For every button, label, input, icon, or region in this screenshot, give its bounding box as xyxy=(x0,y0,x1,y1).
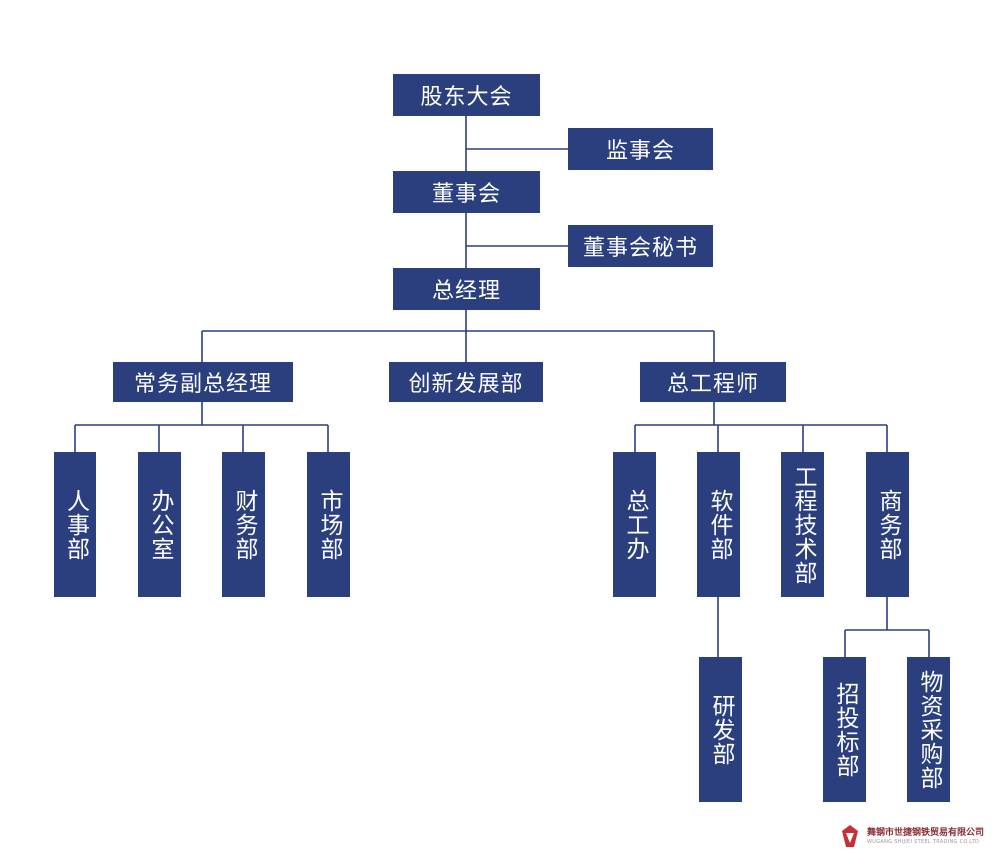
node-executive-vp: 常务副总经理 xyxy=(113,362,293,402)
node-hr-dept: 人事部 xyxy=(54,452,96,597)
node-business-dept: 商务部 xyxy=(866,452,909,597)
node-general-manager: 总经理 xyxy=(393,268,540,310)
node-procurement-dept: 物资采购部 xyxy=(907,657,950,802)
company-name: 舞钢市世捷钢铁贸易有限公司 xyxy=(867,828,985,838)
node-supervisory-board-label: 监事会 xyxy=(605,139,675,164)
node-chief-engineer-office: 总工办 xyxy=(613,452,656,597)
company-name-english: WUGANG SHIJIEI STEEL TRADING CO.LTD xyxy=(867,839,980,845)
node-bidding-dept: 招投标部 xyxy=(823,657,866,802)
company-logo: 舞钢市世捷钢铁贸易有限公司 WUGANG SHIJIEI STEEL TRADI… xyxy=(840,822,998,852)
node-software-dept: 软件部 xyxy=(697,452,740,597)
node-marketing-dept: 市场部 xyxy=(307,452,350,597)
node-engineering-tech-dept-label: 工程技术部 xyxy=(790,464,816,585)
node-chief-engineer-label: 总工程师 xyxy=(666,372,759,397)
node-finance-dept-label: 财务部 xyxy=(231,488,257,561)
node-hr-dept-label: 人事部 xyxy=(62,488,89,561)
node-office: 办公室 xyxy=(138,452,181,597)
node-board: 董事会 xyxy=(393,171,540,213)
node-bidding-dept-label: 招投标部 xyxy=(832,681,858,778)
node-finance-dept: 财务部 xyxy=(222,452,265,597)
node-general-manager-label: 总经理 xyxy=(431,279,501,304)
node-chief-engineer-office-label: 总工办 xyxy=(622,488,648,561)
node-office-label: 办公室 xyxy=(147,488,173,561)
node-innovation-dept: 创新发展部 xyxy=(389,362,543,402)
node-procurement-dept-label: 物资采购部 xyxy=(916,669,942,790)
node-shareholders-label: 股东大会 xyxy=(420,85,513,110)
node-innovation-dept-label: 创新发展部 xyxy=(408,372,524,397)
node-executive-vp-label: 常务副总经理 xyxy=(133,372,272,397)
node-business-dept-label: 商务部 xyxy=(875,488,901,561)
node-software-dept-label: 软件部 xyxy=(706,488,732,561)
node-marketing-dept-label: 市场部 xyxy=(316,488,342,561)
node-chief-engineer: 总工程师 xyxy=(640,362,786,402)
node-engineering-tech-dept: 工程技术部 xyxy=(781,452,824,597)
node-board-label: 董事会 xyxy=(431,182,501,207)
node-rd-dept-label: 研发部 xyxy=(708,693,734,766)
node-rd-dept: 研发部 xyxy=(699,657,742,802)
node-board-secretary: 董事会秘书 xyxy=(568,225,713,267)
company-logo-icon xyxy=(842,825,858,847)
node-board-secretary-label: 董事会秘书 xyxy=(582,236,698,261)
node-shareholders: 股东大会 xyxy=(393,74,540,116)
node-supervisory-board: 监事会 xyxy=(568,128,713,170)
